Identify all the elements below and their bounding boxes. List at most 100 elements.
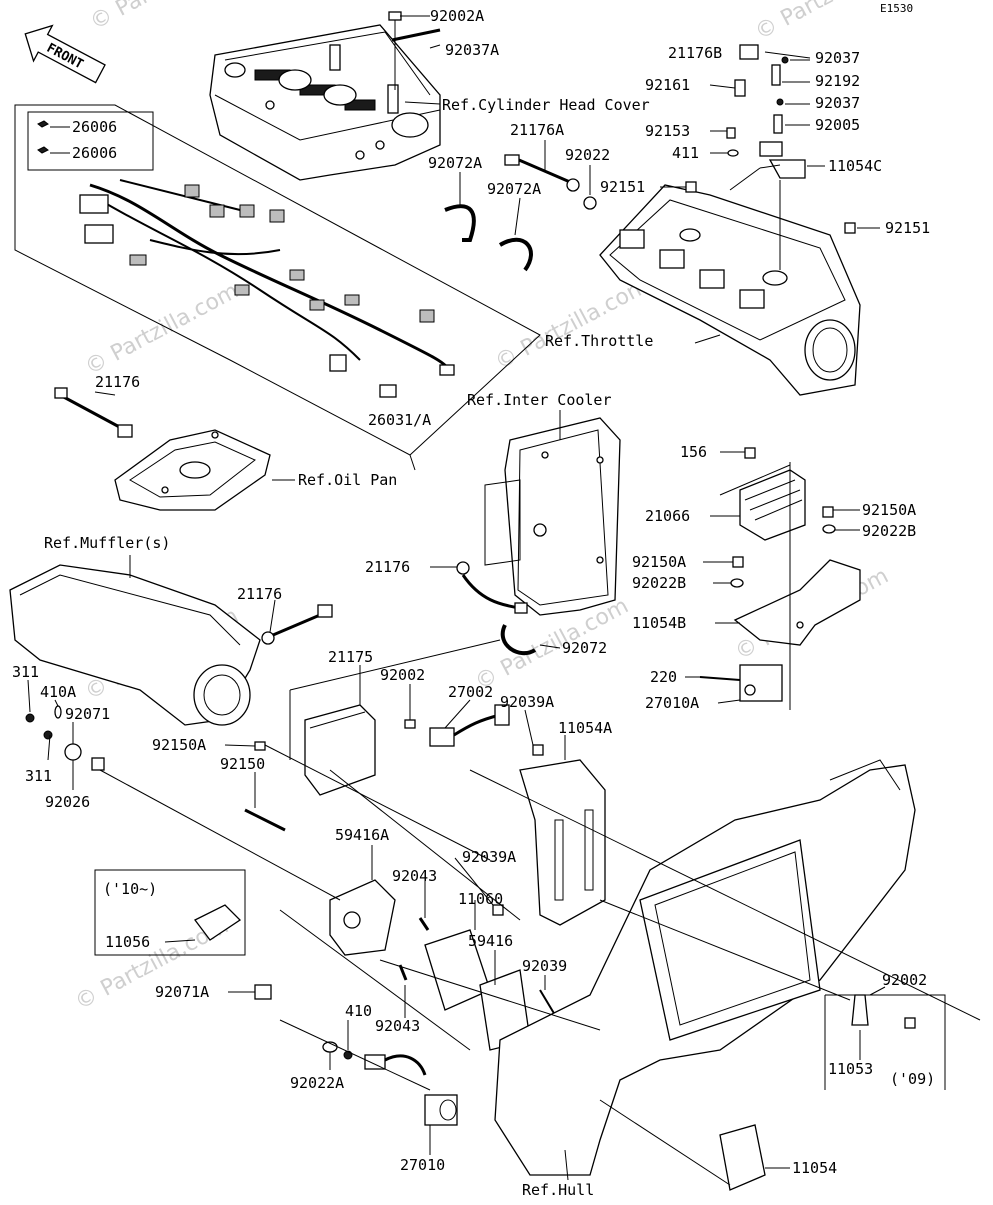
part-label-92037A: 92037A [445, 41, 499, 59]
part-label-92150: 92150 [220, 755, 265, 773]
part-label-92153: 92153 [645, 122, 690, 140]
ref-oil-pan: Ref.Oil Pan [298, 471, 397, 489]
part-label-21176: 21176 [237, 585, 282, 603]
hull [494, 759, 916, 1176]
part-label-92039A: 92039A [462, 848, 516, 866]
clamp-92072 [500, 624, 537, 656]
watermark: © Partzilla.com [81, 279, 243, 381]
oil-pan [114, 429, 271, 511]
sensor-27010 [364, 1054, 458, 1126]
regulator-21066 [739, 469, 806, 541]
part-label-21176: 21176 [95, 373, 140, 391]
part-label-156: 156 [680, 443, 707, 461]
part-label-92005: 92005 [815, 116, 860, 134]
ref-hull: Ref.Hull [522, 1181, 594, 1199]
part-label-92192: 92192 [815, 72, 860, 90]
part-labels: 92002A 92037A 26006 26006 21176A 92022 9… [12, 7, 935, 1177]
part-label-92043: 92043 [375, 1017, 420, 1035]
bracket-11054b [733, 559, 861, 646]
bracket-59416a [329, 879, 396, 956]
part-label-59416: 59416 [468, 932, 513, 950]
diagram-code: E1530 [880, 2, 913, 15]
part-label-21176: 21176 [365, 558, 410, 576]
part-label-92071A: 92071A [155, 983, 209, 1001]
cylinder-head-cover [209, 24, 441, 181]
part-label-92022B: 92022B [632, 574, 686, 592]
part-label-92151: 92151 [885, 219, 930, 237]
part-label-26006: 26006 [72, 118, 117, 136]
sensor-21176-oilpan [54, 387, 133, 438]
part-label-92002: 92002 [882, 971, 927, 989]
intake-manifold [599, 184, 861, 396]
part-label-11060: 11060 [458, 890, 503, 908]
sensor-21176-intercooler [456, 561, 528, 614]
cap-92071a [254, 984, 272, 1000]
part-label-26006: 26006 [72, 144, 117, 162]
part-label-92002: 92002 [380, 666, 425, 684]
part-label-311: 311 [12, 663, 39, 681]
part-label-410A: 410A [40, 683, 76, 701]
bracket-11053 [851, 994, 869, 1026]
ecu-21175 [304, 704, 376, 796]
part-label-59416A: 59416A [335, 826, 389, 844]
part-label-92150A: 92150A [632, 553, 686, 571]
part-label-92150A: 92150A [862, 501, 916, 519]
part-label-92072A: 92072A [428, 154, 482, 172]
wiring-harness-26031 [14, 104, 541, 456]
part-label-92022B: 92022B [862, 522, 916, 540]
part-label-26031A: 26031/A [368, 411, 431, 429]
part-label-92026: 92026 [45, 793, 90, 811]
part-label-220: 220 [650, 668, 677, 686]
muffler [9, 564, 261, 726]
part-label-11053: 11053 [828, 1060, 873, 1078]
sensor-21176b-assembly [726, 44, 806, 179]
part-label-11054: 11054 [792, 1159, 837, 1177]
part-label-92151: 92151 [600, 178, 645, 196]
sensor-21176-muffler [261, 604, 333, 645]
part-label-92002A: 92002A [430, 7, 484, 25]
sensor-21176a [504, 154, 597, 210]
part-label-92150A: 92150A [152, 736, 206, 754]
part-label-11054B: 11054B [632, 614, 686, 632]
part-label-311: 311 [25, 767, 52, 785]
relay-27002 [429, 704, 510, 747]
part-label-27010A: 27010A [645, 694, 699, 712]
part-label-92043: 92043 [392, 867, 437, 885]
watermark: © Partzilla.com [491, 274, 653, 376]
part-label-11056: 11056 [105, 933, 150, 951]
part-label-92037: 92037 [815, 94, 860, 112]
ref-cylinder-head-cover: Ref.Cylinder Head Cover [442, 96, 650, 114]
inter-cooler [484, 417, 621, 616]
part-label-11054A: 11054A [558, 719, 612, 737]
part-label-21175: 21175 [328, 648, 373, 666]
part-label-10-on: ('10~) [103, 880, 157, 898]
reference-labels: Ref.Cylinder Head Cover Ref.Throttle Ref… [44, 96, 653, 1199]
part-label-09: ('09) [890, 1070, 935, 1088]
part-label-21176A: 21176A [510, 121, 564, 139]
part-label-92022: 92022 [565, 146, 610, 164]
part-label-27002: 27002 [448, 683, 493, 701]
sensor-27010a [739, 664, 783, 702]
part-label-92161: 92161 [645, 76, 690, 94]
part-label-92037: 92037 [815, 49, 860, 67]
part-label-411: 411 [672, 144, 699, 162]
part-label-92072A: 92072A [487, 180, 541, 198]
ref-throttle: Ref.Throttle [545, 332, 653, 350]
part-label-21176B: 21176B [668, 44, 722, 62]
ref-muffler: Ref.Muffler(s) [44, 534, 170, 552]
bracket-11056 [194, 904, 242, 941]
bracket-11054 [719, 1124, 766, 1191]
part-label-11054C: 11054C [828, 157, 882, 175]
watermark: © Partzilla.com [86, 0, 248, 35]
clamp-92072a [498, 237, 533, 272]
part-label-92022A: 92022A [290, 1074, 344, 1092]
clamp-92072a [444, 204, 476, 242]
part-label-92039: 92039 [522, 957, 567, 975]
ref-inter-cooler: Ref.Inter Cooler [467, 391, 612, 409]
part-label-410: 410 [345, 1002, 372, 1020]
part-label-92039A: 92039A [500, 693, 554, 711]
part-label-27010: 27010 [400, 1156, 445, 1174]
part-label-92072: 92072 [562, 639, 607, 657]
bracket-11054a [519, 759, 606, 926]
